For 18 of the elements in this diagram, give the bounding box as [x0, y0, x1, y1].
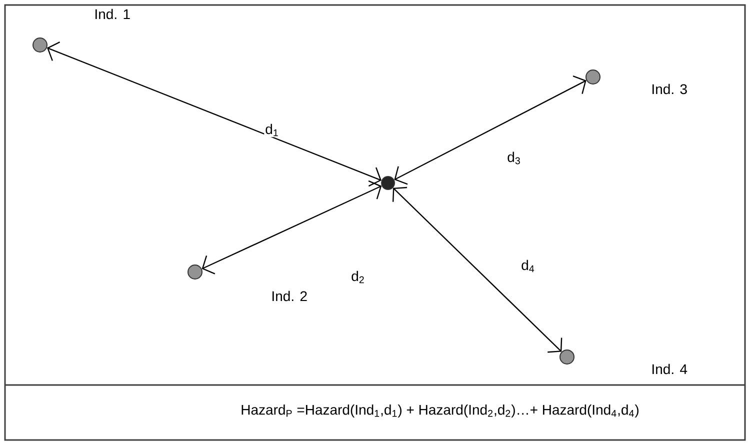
point-label: Ind. 4 [652, 364, 688, 374]
arrow [46, 42, 382, 187]
edge-label: d$_{4}$ [520, 258, 536, 274]
arrow [392, 186, 562, 353]
point-marker [32, 38, 48, 52]
arrow [202, 180, 382, 274]
point-label: Ind. 3 [652, 84, 687, 94]
point-marker [381, 176, 395, 190]
point-label: Ind. 2 [272, 290, 307, 302]
edge-label: d$_{1}$ [264, 122, 280, 138]
point-marker [586, 70, 600, 84]
edge-label: d$_{2}$ [350, 270, 366, 284]
arrow [394, 76, 586, 185]
edge-label: d$_{3}$ [506, 150, 522, 166]
point-marker [560, 350, 574, 364]
formula-text: Hazard$_{P}$ =Hazard(Ind$_{1}$,d$_{1}$) + Hazard(Ind$_{2}$,d$_{2}$)…+ Hazard(Ind$_{4}$,d$_{4}$) [242, 404, 638, 418]
point-marker [188, 264, 202, 280]
point-label: Ind. 1 [96, 8, 130, 20]
